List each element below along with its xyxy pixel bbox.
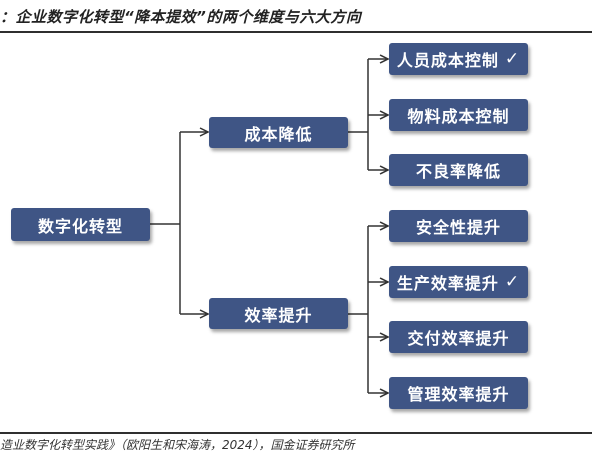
root-node-label: 数字化转型 xyxy=(37,216,123,236)
leaf-node-safety: 安全性提升 xyxy=(389,210,528,242)
leaf-node-label: 人员成本控制 xyxy=(396,51,499,70)
leaf-node-delivery-efficiency: 交付效率提升 xyxy=(389,321,528,353)
figure-title: ：企业数字化转型“降本提效”的两个维度与六大方向 xyxy=(0,8,362,26)
branch-node-cost: 成本降低 xyxy=(209,117,348,148)
leaf-node-label: 物料成本控制 xyxy=(407,107,510,126)
top-divider xyxy=(0,31,592,33)
leaf-node-label: 交付效率提升 xyxy=(407,329,510,348)
check-mark-icon: ✓ xyxy=(504,49,521,69)
leaf-node-defect-rate: 不良率降低 xyxy=(389,154,528,186)
leaf-node-production-efficiency: 生产效率提升 ✓ xyxy=(389,266,528,298)
branch-node-label: 成本降低 xyxy=(244,124,313,144)
leaf-node-label: 生产效率提升 xyxy=(396,274,499,293)
leaf-node-personnel-cost: 人员成本控制 ✓ xyxy=(389,43,528,75)
check-mark-icon: ✓ xyxy=(504,272,521,292)
bottom-divider xyxy=(0,432,592,434)
leaf-node-material-cost: 物料成本控制 xyxy=(389,99,528,131)
leaf-node-label: 管理效率提升 xyxy=(407,385,510,404)
leaf-node-label: 不良率降低 xyxy=(415,162,501,181)
branch-node-efficiency: 效率提升 xyxy=(209,298,348,329)
branch-node-label: 效率提升 xyxy=(244,305,313,325)
root-node: 数字化转型 xyxy=(11,208,150,241)
leaf-node-label: 安全性提升 xyxy=(415,218,501,237)
leaf-node-management-efficiency: 管理效率提升 xyxy=(389,377,528,409)
